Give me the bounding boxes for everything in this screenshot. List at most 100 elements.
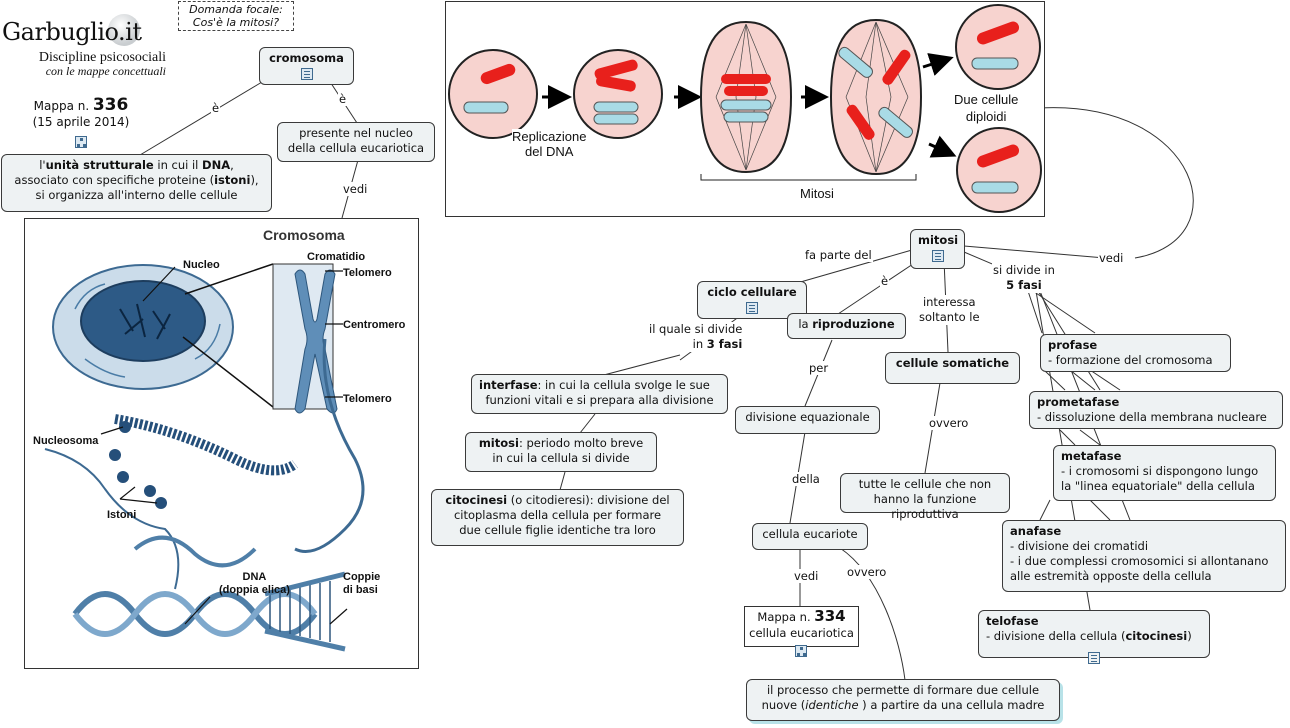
node-tutte-cellule[interactable]: tutte le cellule che non hanno la funzio… bbox=[840, 473, 1010, 521]
unita-text-3: , bbox=[230, 158, 234, 172]
mitosis-illustration bbox=[448, 4, 1042, 213]
prometafase-title: prometafase bbox=[1037, 395, 1120, 409]
telofase-title: telofase bbox=[986, 614, 1039, 628]
profase-title: profase bbox=[1048, 338, 1098, 352]
fig-dna: DNA (doppia elica) bbox=[219, 571, 290, 597]
node-mappa-334[interactable]: Mappa n. 334 cellula eucariotica bbox=[744, 606, 859, 647]
map-prefix: Mappa n. bbox=[33, 99, 90, 113]
node-cromosoma[interactable]: cromosoma bbox=[259, 47, 354, 85]
node-riproduzione[interactable]: la riproduzione bbox=[787, 313, 906, 339]
node-cellule-somatiche-label: cellule somatiche bbox=[895, 356, 1010, 370]
brand-tagline: Discipline psicosociali con le mappe con… bbox=[16, 50, 166, 78]
label-si-divide: si divide in 5 fasi bbox=[992, 263, 1056, 293]
fig-nucleosoma: Nucleosoma bbox=[33, 435, 99, 447]
fig-replicazione: Replicazione del DNA bbox=[512, 129, 587, 159]
processo-line2b: ) a partire da una cellula madre bbox=[858, 698, 1045, 712]
node-processo[interactable]: il processo che permette di formare due … bbox=[746, 679, 1060, 721]
telofase-bold: citocinesi bbox=[1125, 629, 1188, 643]
label-della: della bbox=[791, 472, 821, 486]
concept-map-icon[interactable] bbox=[75, 135, 87, 148]
mitosi-fase-rest: : periodo molto breve bbox=[518, 436, 644, 450]
node-interfase[interactable]: interfase: in cui la cellula svolge le s… bbox=[471, 374, 728, 414]
map-info: Mappa n. 336 (15 aprile 2014) bbox=[26, 96, 136, 148]
label-quale-2a: in bbox=[692, 337, 707, 351]
node-prometafase[interactable]: prometafase - dissoluzione della membran… bbox=[1029, 391, 1283, 429]
fig-coppie-1: Coppie bbox=[343, 571, 381, 583]
document-icon[interactable] bbox=[931, 249, 944, 262]
label-quale: il quale si divide in 3 fasi bbox=[648, 322, 744, 352]
map-date: (15 aprile 2014) bbox=[32, 115, 130, 129]
processo-italic: identiche bbox=[805, 698, 859, 712]
brand-logo[interactable]: Garbuglio.it bbox=[2, 14, 162, 54]
fig-mitosi: Mitosi bbox=[800, 186, 834, 201]
unita-bold-2: DNA bbox=[202, 158, 231, 172]
map-number: 336 bbox=[92, 95, 129, 115]
riproduzione-pre: la bbox=[798, 317, 813, 331]
node-presente-nucleo[interactable]: presente nel nucleo della cellula eucari… bbox=[277, 122, 435, 162]
telofase-post: ) bbox=[1187, 629, 1192, 643]
tutte-line2: hanno la funzione riproduttiva bbox=[873, 492, 977, 521]
telofase-pre: - divisione della cellula ( bbox=[986, 629, 1126, 643]
presente-line1: presente nel nucleo bbox=[299, 126, 413, 140]
label-quale-1: il quale si divide bbox=[649, 322, 743, 336]
chromosome-figure: Cromosoma Nucleo Cromatidio Telomero Cen… bbox=[24, 218, 419, 669]
anafase-title: anafase bbox=[1010, 524, 1062, 538]
fig-cromosoma-title: Cromosoma bbox=[263, 227, 345, 243]
profase-desc: - formazione del cromosoma bbox=[1048, 353, 1213, 367]
unita-text-5: ), bbox=[250, 173, 259, 187]
document-icon[interactable] bbox=[1088, 652, 1100, 664]
processo-line1: il processo che permette di formare due … bbox=[766, 683, 1040, 697]
node-divisione-equazionale[interactable]: divisione equazionale bbox=[735, 406, 880, 434]
riproduzione-bold: riproduzione bbox=[812, 317, 895, 331]
unita-text-2: in cui il bbox=[153, 158, 203, 172]
node-cellula-eucariote[interactable]: cellula eucariote bbox=[752, 523, 868, 550]
document-icon[interactable] bbox=[746, 301, 758, 314]
citocinesi-line2: citoplasma della cellula per formare bbox=[453, 508, 662, 522]
node-telofase[interactable]: telofase - divisione della cellula (cito… bbox=[978, 610, 1210, 658]
metafase-desc1: - i cromosomi si dispongono lungo bbox=[1061, 464, 1259, 478]
label-ovvero-1: ovvero bbox=[928, 416, 970, 430]
metafase-title: metafase bbox=[1061, 449, 1122, 463]
node-metafase[interactable]: metafase - i cromosomi si dispongono lun… bbox=[1053, 445, 1276, 501]
label-interessa-2: soltanto le bbox=[919, 310, 980, 324]
label-vedi-2: vedi bbox=[1098, 251, 1125, 265]
label-vedi-3: vedi bbox=[793, 569, 820, 583]
focus-line1: Domanda focale: bbox=[189, 3, 283, 16]
fig-due-2: diploidi bbox=[965, 109, 1007, 124]
focus-line2: Cos'è la mitosi? bbox=[192, 16, 280, 29]
node-mitosi[interactable]: mitosi bbox=[910, 229, 965, 269]
label-5-fasi: 5 fasi bbox=[1006, 278, 1042, 292]
fig-due-cellule: Due cellule diploidi bbox=[954, 91, 1018, 125]
label-ovvero-2: ovvero bbox=[846, 565, 888, 579]
fig-coppie-2: di basi bbox=[343, 584, 378, 596]
concept-map-icon[interactable] bbox=[795, 645, 807, 657]
unita-bold-1: unità strutturale bbox=[45, 158, 154, 172]
prometafase-desc: - dissoluzione della membrana nucleare bbox=[1037, 410, 1267, 424]
node-citocinesi[interactable]: citocinesi (o citodieresi): divisione de… bbox=[431, 489, 684, 546]
node-ciclo-cellulare[interactable]: ciclo cellulare bbox=[697, 281, 807, 319]
brand-name: Garbuglio.it bbox=[2, 18, 142, 46]
node-unita-strutturale[interactable]: l'unità strutturale in cui il DNA, assoc… bbox=[1, 154, 272, 212]
label-per: per bbox=[808, 361, 830, 375]
anafase-desc2: - i due complessi cromosomici si allonta… bbox=[1010, 554, 1269, 568]
node-mitosi-label: mitosi bbox=[918, 233, 959, 247]
fig-centromero: Centromero bbox=[343, 319, 406, 331]
chromosome-illustration bbox=[44, 263, 365, 652]
metafase-desc2: la "linea equatoriale" della cellula bbox=[1061, 479, 1255, 493]
unita-text-4: associato con specifiche proteine ( bbox=[14, 173, 215, 187]
node-profase[interactable]: profase - formazione del cromosoma bbox=[1040, 334, 1231, 372]
interfase-rest: : in cui la cellula svolge le sue bbox=[537, 378, 710, 392]
brand-line1: Discipline psicosociali bbox=[38, 50, 166, 65]
processo-line2a: nuove ( bbox=[761, 698, 806, 712]
node-cromosoma-label: cromosoma bbox=[269, 51, 344, 65]
document-icon[interactable] bbox=[300, 67, 313, 80]
node-mitosi-fase[interactable]: mitosi: periodo molto breve in cui la ce… bbox=[465, 432, 657, 472]
node-anafase[interactable]: anafase - divisione dei cromatidi - i du… bbox=[1002, 520, 1286, 592]
fig-coppie: Coppie di basi bbox=[343, 571, 380, 597]
node-cellule-somatiche[interactable]: cellule somatiche bbox=[885, 352, 1020, 384]
focus-question: Domanda focale: Cos'è la mitosi? bbox=[178, 1, 294, 31]
fig-cromatidio: Cromatidio bbox=[307, 251, 366, 263]
label-e-3: è bbox=[880, 274, 890, 288]
label-e-1: è bbox=[211, 101, 221, 115]
label-vedi-1: vedi bbox=[342, 182, 369, 196]
